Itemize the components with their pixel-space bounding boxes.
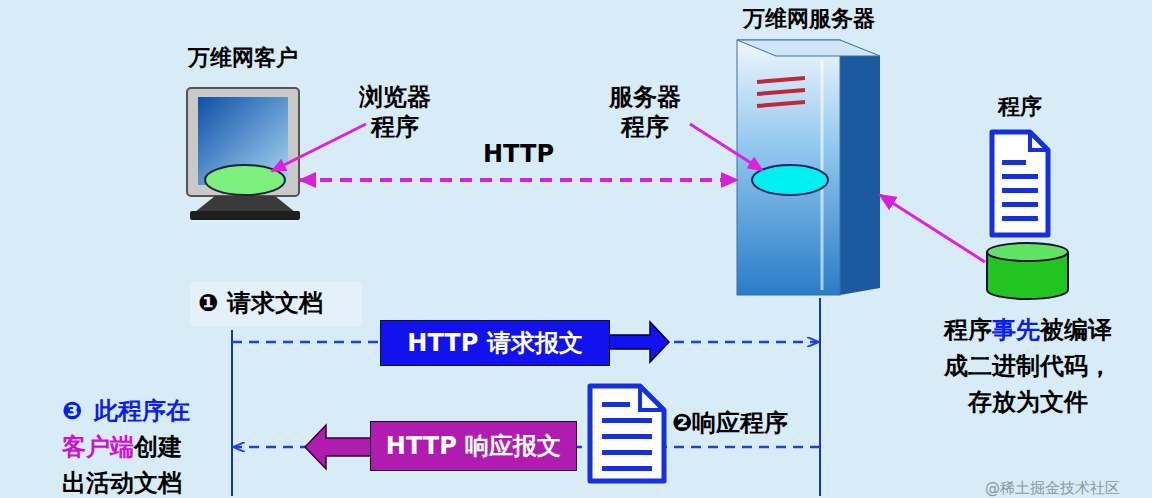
storage-cylinder: 程序事先被编译 成二进制代码， 存放为文件 [985,243,1070,300]
storage-cylinder-icon [987,243,1068,299]
timelines [232,298,820,496]
response-document-icon-part [602,402,630,407]
server-ellipse [752,165,828,195]
document-icon-part [1002,160,1026,165]
text-label: ❷响应程序 [672,408,788,438]
node-heading: 程序 [998,92,1042,122]
callout-text: 客户端 [62,433,134,461]
document-icon-part [1002,202,1038,207]
document-icon [992,132,1048,235]
response-arrow-part [305,425,374,469]
document-icon-part [1030,132,1048,150]
timelines-part [819,298,821,496]
response-document-icon-part [602,466,652,471]
document-icon-part [1002,216,1038,221]
callout-line: 客户端创建 出活动文档 [62,429,187,498]
node-heading: 万维网客户 [188,43,298,73]
server-tower-part [757,78,805,82]
text-label: @稀土掘金技术社区 [985,473,1120,498]
leader-lines-part [690,124,762,170]
edge-label: HTTP [483,140,554,168]
monitor-icon [187,88,300,220]
document-icon-part [1002,188,1038,193]
web-server: 万维网服务器 [737,40,880,295]
callout-line: ❸ 此程序在 [62,393,190,429]
leader-lines [272,124,762,171]
text-label: 服务器 程序 [600,82,690,142]
caption-text: 事先 [992,316,1040,344]
http-connector [300,178,737,182]
response-message: HTTP 响应报文 [370,421,577,471]
document-icon-part [1002,174,1038,179]
server-tower-part [840,40,880,295]
callout-text: ❸ [62,397,82,425]
program-document: 程序 [990,130,1050,237]
response-document-icon-part [602,450,652,455]
request-message: HTTP 请求报文 [380,320,610,366]
message-text: HTTP 请求报文 [407,327,582,359]
server-tower-part [737,40,840,295]
text-label: ❶ 请求文档 [198,288,323,318]
monitor-icon-part [190,211,300,220]
response-document-icon-part [590,386,664,481]
client-computer: 万维网客户 [185,85,300,220]
response-document-icon-part [602,434,652,439]
monitor-icon-part [187,88,299,196]
timelines-part [231,330,233,496]
response-document-icon-part [640,386,664,410]
caption-text: 程序 [944,316,992,344]
callout-three: ❸ 此程序在客户端创建 出活动文档 [62,393,190,498]
monitor-icon-part [195,196,295,212]
server-tower-part [757,102,805,106]
callout-text: 此程序在 [94,397,190,425]
server-tower-part [737,40,880,56]
response-document-icon-part [602,418,652,423]
node-heading: 万维网服务器 [743,4,875,34]
node-caption: 程序事先被编译 成二进制代码， 存放为文件 [940,312,1115,420]
server-tower-part [757,90,805,94]
message-text: HTTP 响应报文 [386,430,561,462]
leader-lines-part [272,124,366,171]
storage-cylinder-icon-part [987,243,1068,261]
request-arrow-part [606,322,669,362]
response-document-icon [590,386,664,481]
http-connector [880,195,985,262]
step-one-ground [190,282,362,326]
document-icon-part [992,132,1048,235]
text-label: 浏览器 程序 [350,82,440,142]
